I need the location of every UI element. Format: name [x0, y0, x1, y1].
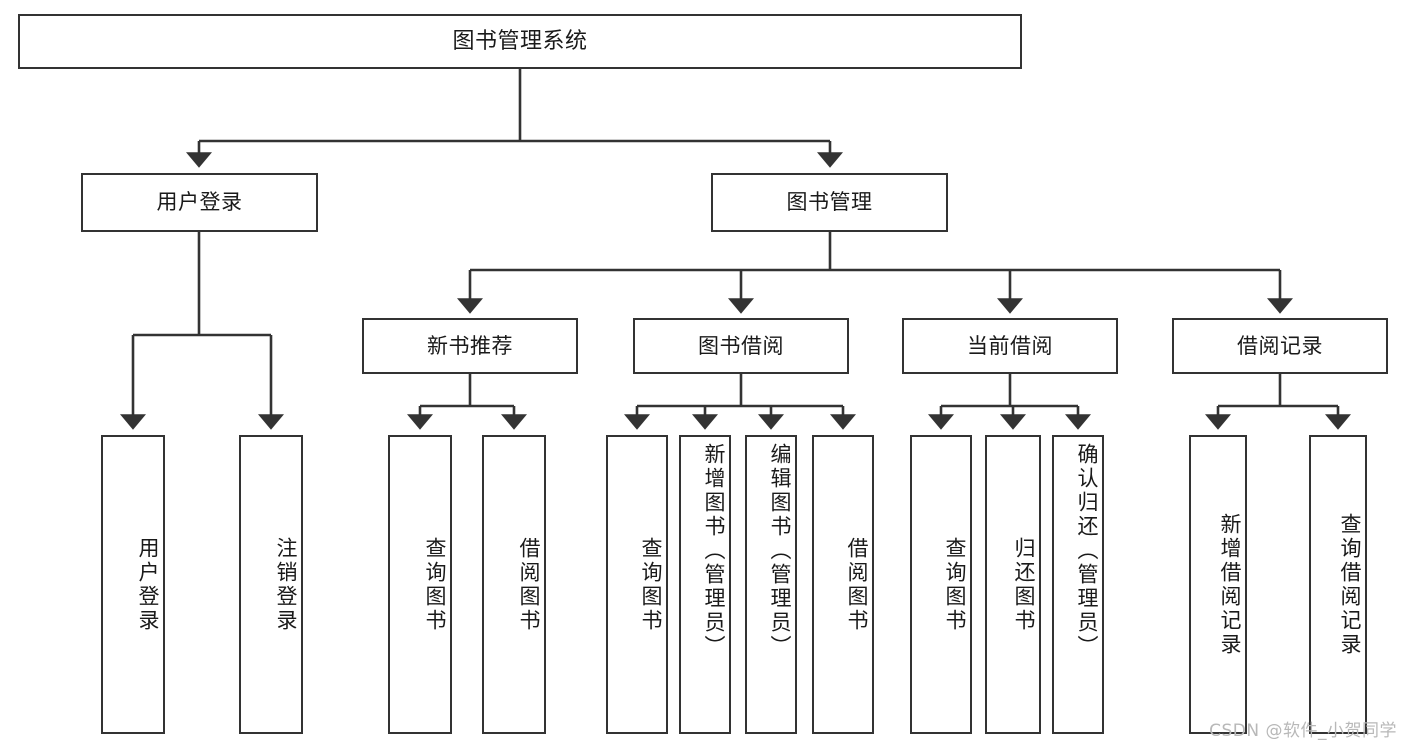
- node-leaf-edit-book-admin-label: 编辑图书（管理员）: [768, 443, 792, 659]
- node-leaf-logout-label: 注销登录: [274, 536, 298, 633]
- node-leaf-query-book-borrow-label: 查询图书: [639, 536, 663, 633]
- node-current-borrow[interactable]: 当前借阅: [902, 318, 1118, 374]
- node-leaf-add-book-admin[interactable]: 新增图书（管理员）: [679, 435, 731, 734]
- node-book-borrow-label: 图书借阅: [698, 333, 784, 358]
- node-leaf-add-borrow-record[interactable]: 新增借阅记录: [1189, 435, 1247, 734]
- node-borrow-record[interactable]: 借阅记录: [1172, 318, 1388, 374]
- node-user-login[interactable]: 用户登录: [81, 173, 318, 232]
- node-leaf-query-book-rec[interactable]: 查询图书: [388, 435, 452, 734]
- node-leaf-edit-book-admin[interactable]: 编辑图书（管理员）: [745, 435, 797, 734]
- node-leaf-borrow-book[interactable]: 借阅图书: [812, 435, 874, 734]
- node-book-management-label: 图书管理: [786, 190, 873, 215]
- node-leaf-query-book-cur-label: 查询图书: [943, 536, 967, 633]
- node-leaf-return-book[interactable]: 归还图书: [985, 435, 1041, 734]
- node-user-login-label: 用户登录: [156, 190, 243, 215]
- node-leaf-query-book-borrow[interactable]: 查询图书: [606, 435, 668, 734]
- node-leaf-confirm-return-admin[interactable]: 确认归还（管理员）: [1052, 435, 1104, 734]
- node-leaf-query-book-cur[interactable]: 查询图书: [910, 435, 972, 734]
- node-leaf-add-book-admin-label: 新增图书（管理员）: [702, 443, 726, 659]
- node-leaf-query-borrow-record-label: 查询借阅记录: [1338, 512, 1362, 657]
- node-leaf-borrow-book-label: 借阅图书: [845, 536, 869, 633]
- node-leaf-borrow-book-rec-label: 借阅图书: [517, 536, 541, 633]
- node-leaf-borrow-book-rec[interactable]: 借阅图书: [482, 435, 546, 734]
- node-leaf-query-borrow-record[interactable]: 查询借阅记录: [1309, 435, 1367, 734]
- node-new-book-recommend-label: 新书推荐: [427, 333, 513, 358]
- node-leaf-return-book-label: 归还图书: [1012, 536, 1036, 633]
- node-leaf-logout[interactable]: 注销登录: [239, 435, 303, 734]
- node-leaf-confirm-return-admin-label: 确认归还（管理员）: [1075, 443, 1099, 659]
- csdn-watermark: CSDN @软件_小贺同学: [1209, 721, 1397, 741]
- node-leaf-add-borrow-record-label: 新增借阅记录: [1218, 512, 1242, 657]
- node-root[interactable]: 图书管理系统: [18, 14, 1022, 69]
- node-book-management[interactable]: 图书管理: [711, 173, 948, 232]
- node-leaf-user-login[interactable]: 用户登录: [101, 435, 165, 734]
- node-leaf-query-book-rec-label: 查询图书: [423, 536, 447, 633]
- node-root-label: 图书管理系统: [452, 28, 588, 54]
- node-borrow-record-label: 借阅记录: [1237, 333, 1323, 358]
- node-current-borrow-label: 当前借阅: [967, 333, 1053, 358]
- node-new-book-recommend[interactable]: 新书推荐: [362, 318, 578, 374]
- node-book-borrow[interactable]: 图书借阅: [633, 318, 849, 374]
- node-leaf-user-login-label: 用户登录: [136, 536, 160, 633]
